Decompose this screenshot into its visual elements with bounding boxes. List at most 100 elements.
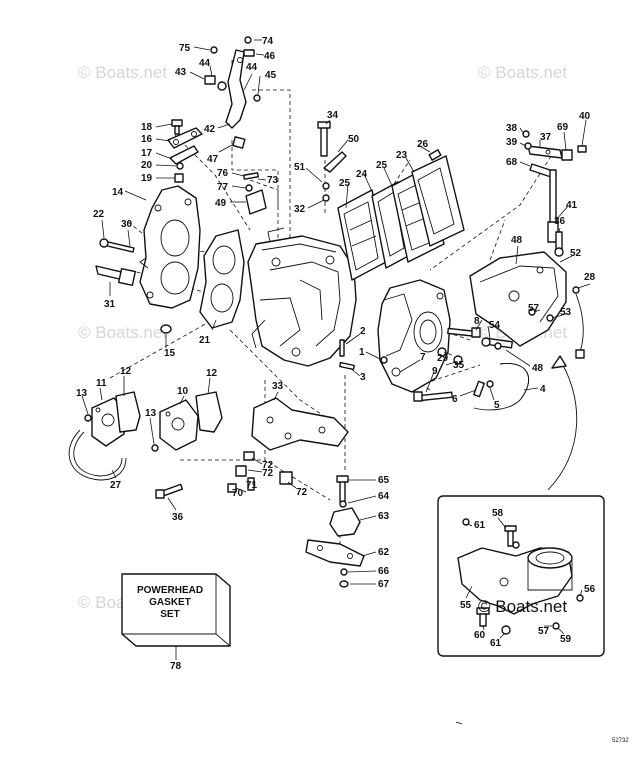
bracket-33: [251, 397, 349, 451]
callout-34: 34: [327, 110, 339, 121]
temp-sender-31: [95, 265, 137, 287]
crankcase-half: [377, 279, 451, 393]
callout-64: 64: [378, 491, 390, 502]
callout-70: 70: [232, 488, 244, 499]
inset-washer-57: [552, 622, 560, 630]
callout-24: 24: [356, 169, 368, 180]
callout-7: 7: [420, 352, 426, 363]
bracket-52: [469, 251, 567, 347]
callout-55: 55: [460, 600, 472, 611]
washer-48-right: [494, 342, 502, 350]
nut-43: [204, 75, 216, 85]
gasket-set-box: POWERHEAD GASKET SET: [121, 573, 231, 647]
washer-51: [322, 182, 330, 190]
gasket-23: [411, 155, 465, 247]
callout-20: 20: [141, 160, 153, 171]
callout-36-lower: 36: [172, 512, 184, 523]
callout-36-right: 36: [554, 216, 566, 227]
callout-41: 41: [566, 200, 578, 211]
callout-63: 63: [378, 511, 390, 522]
bolt-36-lower: [155, 483, 184, 499]
gasket-set-line-2: GASKET: [149, 597, 191, 608]
callout-69: 69: [557, 122, 569, 133]
callout-35: 35: [453, 360, 465, 371]
callout-37: 37: [540, 132, 552, 143]
callout-78: 78: [170, 661, 182, 672]
callout-54: 54: [489, 320, 501, 331]
callout-23: 23: [396, 150, 408, 161]
washer-44: [217, 81, 227, 91]
callout-57-inset: 57: [538, 626, 550, 637]
callout-16: 16: [141, 134, 153, 145]
callout-49: 49: [215, 198, 227, 209]
pin-3: [339, 361, 355, 371]
clip-46: [243, 49, 255, 57]
inset-bolt-58: [504, 525, 517, 547]
clip-72-mid: [235, 465, 247, 477]
gasket-set-line-1: POWERHEAD: [137, 585, 203, 596]
callout-14: 14: [112, 187, 124, 198]
callout-44-right: 44: [246, 62, 258, 73]
washer-39: [524, 142, 532, 150]
callout-25-left: 25: [339, 178, 351, 189]
callout-39: 39: [506, 137, 518, 148]
inset-arrow: [547, 359, 578, 491]
hose-27: [68, 429, 127, 481]
watermark-top-left: © Boats.net: [78, 63, 167, 82]
link-37: [527, 145, 563, 159]
callouts: 74 75 46 44 43 45 44 42 18 16 17 20 19 4…: [76, 36, 596, 672]
callout-65: 65: [378, 475, 390, 486]
cylinder-head-14: [139, 185, 201, 309]
callout-31: 31: [104, 299, 116, 310]
washer-77: [245, 184, 253, 192]
leader-lines: [81, 39, 591, 639]
callout-8: 8: [474, 316, 480, 327]
callout-18: 18: [141, 122, 153, 133]
callout-13-right: 13: [145, 408, 157, 419]
callout-50: 50: [348, 134, 360, 145]
callout-26: 26: [417, 139, 429, 150]
callout-72-c: 72: [296, 487, 308, 498]
callout-22: 22: [93, 209, 105, 220]
hose-4-outline: [499, 363, 530, 401]
callout-44-left: 44: [199, 58, 211, 69]
callout-11: 11: [96, 378, 107, 389]
callout-29: 29: [437, 353, 449, 364]
callout-4: 4: [540, 384, 546, 395]
callout-6: 6: [452, 394, 458, 405]
callout-30: 30: [121, 219, 133, 230]
callout-28: 28: [584, 272, 596, 283]
inset-bracket: [457, 547, 573, 615]
callout-53: 53: [560, 307, 572, 318]
callout-19: 19: [141, 173, 153, 184]
callout-51: 51: [294, 162, 306, 173]
callout-66: 66: [378, 566, 390, 577]
callout-38: 38: [506, 123, 518, 134]
head-gasket-21: [199, 229, 245, 329]
bolt-30: [99, 238, 135, 253]
callout-21: 21: [199, 335, 211, 346]
callout-5: 5: [494, 400, 500, 411]
callout-40: 40: [579, 111, 591, 122]
seal-1: [380, 356, 388, 364]
callout-71: 71: [246, 480, 258, 491]
callout-45: 45: [265, 70, 277, 81]
screw-76: [243, 172, 259, 180]
callout-73: 73: [267, 175, 279, 186]
stray-mark: [455, 721, 463, 725]
bracket-49: [245, 189, 267, 215]
screw-19: [174, 173, 184, 183]
inset-detail: © Boats.net: [437, 495, 605, 657]
callout-75: 75: [179, 43, 191, 54]
reed-plate-24: [337, 189, 387, 281]
callout-61-inset-bottom: 61: [490, 638, 502, 649]
linkage-arm-42: [225, 49, 247, 129]
gasket-12-left: [115, 391, 141, 433]
screw-75: [210, 46, 218, 54]
plate-17: [169, 145, 199, 165]
callout-61-inset-left: 61: [474, 520, 486, 531]
callout-72-a: 72: [262, 460, 274, 471]
callout-1: 1: [359, 347, 365, 358]
inset-arrow-head: [551, 355, 567, 369]
